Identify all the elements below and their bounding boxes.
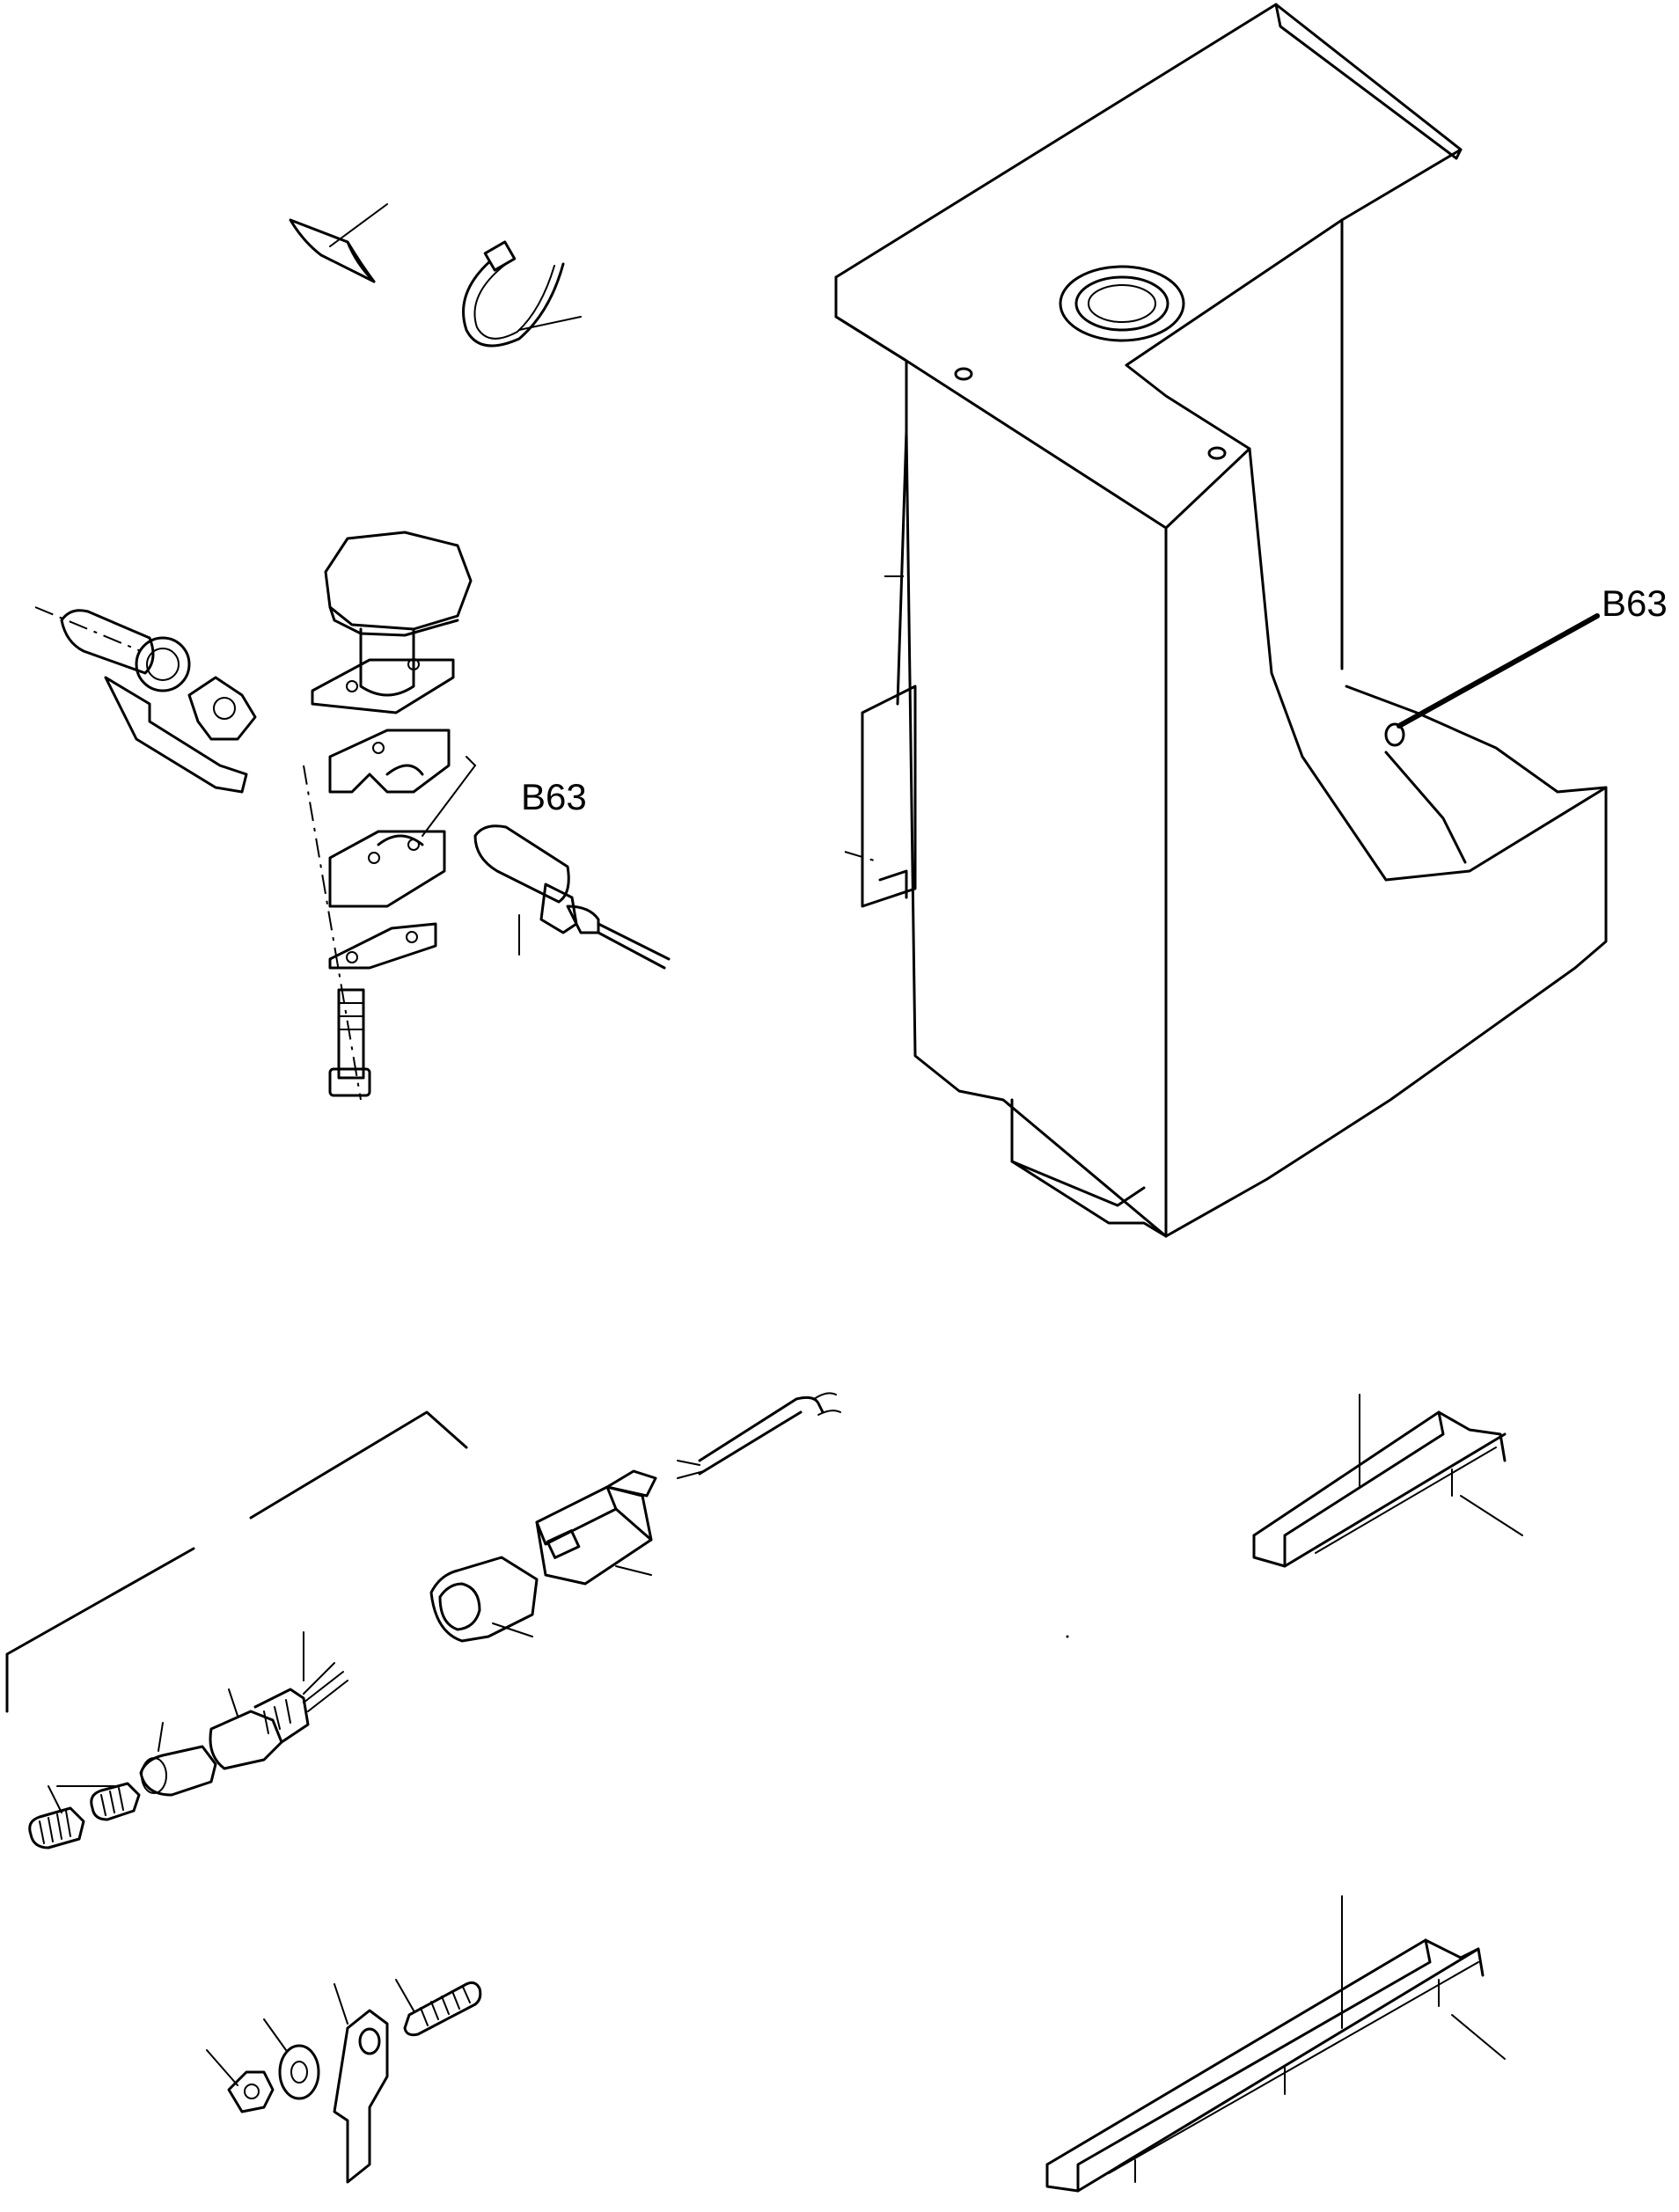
level-sensor: B63	[473, 776, 671, 970]
stray-dot	[1066, 1635, 1069, 1638]
earth-terminal-hardware	[206, 1979, 482, 2184]
support-channel-short	[1252, 1394, 1523, 1568]
tank-callout-label: B63	[1602, 582, 1668, 624]
support-channel-long	[1045, 1895, 1506, 2193]
connector-housing-plug	[535, 1469, 657, 1586]
connector-housing-socket	[429, 1556, 539, 1643]
cable-tie	[462, 240, 582, 348]
terminal-components	[28, 1631, 348, 1849]
connector-group-bracket	[5, 1410, 468, 1713]
tank-body: B63	[834, 3, 1668, 1238]
knob-clamp-assembly	[303, 531, 477, 1101]
clamp-callout-label: B63	[521, 776, 587, 817]
twin-wire-cable	[677, 1392, 841, 1479]
hose-section	[289, 203, 388, 283]
drain-valve-assembly	[34, 606, 257, 794]
